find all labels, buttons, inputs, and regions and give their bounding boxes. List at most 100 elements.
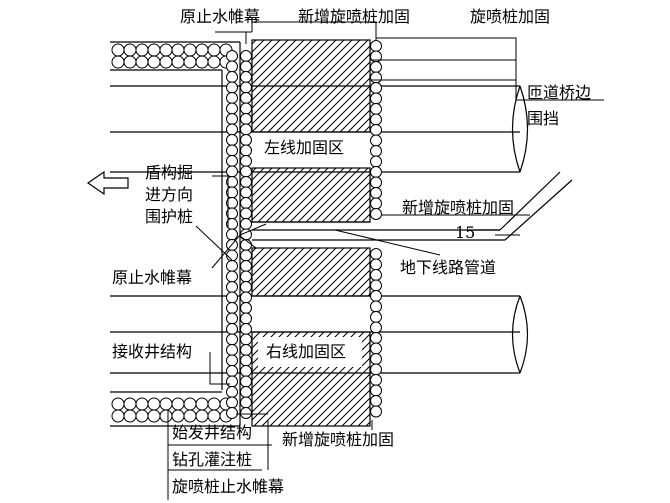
new-jet-pile	[370, 405, 382, 418]
new-jet-pile	[370, 363, 382, 376]
jet-pile	[240, 281, 252, 293]
bored-pile	[226, 102, 238, 115]
new-jet-pile	[370, 374, 382, 386]
pipe-label: 地下线路管道	[400, 258, 496, 277]
jet-pile	[240, 218, 252, 230]
leader-lines	[167, 21, 604, 500]
bored-pile-label: 钻孔灌注桩	[172, 450, 252, 469]
pile-circle	[183, 55, 197, 69]
pile-circle	[183, 409, 197, 423]
jet-pile	[240, 365, 252, 377]
new-jet-pile	[370, 40, 382, 52]
new-jet-pile	[370, 300, 382, 313]
new-jet-pile	[370, 321, 382, 334]
jet-pile	[240, 344, 252, 356]
pile-circle	[135, 409, 149, 423]
jet-pile	[240, 270, 252, 283]
bored-pile	[226, 260, 238, 272]
launch-well-label: 始发井结构	[172, 423, 252, 442]
bored-pile	[226, 396, 238, 409]
bored-pile	[226, 375, 238, 388]
pile-circle	[111, 409, 125, 423]
new-jet-pile	[370, 342, 382, 355]
jet-pile	[240, 50, 252, 62]
new-jet-pile	[370, 71, 382, 84]
pile-circle	[147, 397, 161, 411]
bored-pile	[226, 165, 238, 178]
bored-pile	[226, 270, 238, 283]
pile-circle	[159, 43, 173, 57]
pile-circle	[111, 55, 125, 69]
orig-curtain-top-label: 原止水帷幕	[180, 7, 260, 26]
pile-circle	[171, 397, 185, 411]
jet-pile	[240, 323, 252, 335]
new-jet-pile	[370, 187, 382, 199]
pile-circle	[123, 409, 137, 423]
bored-pile	[226, 333, 238, 346]
right-tunnel	[110, 295, 529, 374]
new-jet-pile	[370, 269, 382, 281]
pile-circle	[123, 55, 137, 69]
bored-pile	[226, 92, 238, 104]
jet-pile	[240, 239, 252, 251]
pile-circle	[171, 55, 185, 69]
jet-pile	[240, 165, 252, 178]
bored-pile	[226, 50, 238, 62]
pile-circle	[159, 397, 173, 411]
orig-curtain-left-label: 原止水帷幕	[112, 268, 192, 287]
pile-circle	[171, 409, 185, 423]
jet-pile	[240, 302, 252, 314]
pipe-corridor	[252, 171, 573, 241]
new-jet-pile	[370, 290, 382, 302]
new-jet-pile	[370, 113, 382, 126]
pile-circle	[111, 43, 125, 57]
jet-curtain-label: 旋喷桩止水帷幕	[172, 477, 284, 496]
well-outline	[110, 41, 241, 427]
new-jet-top-label: 新增旋喷桩加固	[298, 7, 410, 26]
new-jet-pile	[370, 92, 382, 105]
bored-pile	[226, 155, 238, 167]
bored-pile	[226, 365, 238, 377]
jet-pile	[240, 354, 252, 367]
pile-circle	[159, 55, 173, 69]
new-jet-pile	[370, 208, 382, 220]
pile-circle	[111, 397, 125, 411]
right-zone-label: 右线加固区	[266, 342, 346, 361]
pile-circle	[195, 409, 209, 423]
jet-pile	[240, 134, 252, 146]
left-zone-label: 左线加固区	[264, 138, 344, 157]
shield-direction-label: 盾构掘	[145, 163, 193, 182]
bored-pile	[226, 134, 238, 146]
pile-circle	[171, 43, 185, 57]
receiving-well-label: 接收井结构	[112, 342, 192, 361]
jet-reinforce-top-label: 旋喷桩加固	[470, 7, 550, 26]
new-jet-pile	[370, 176, 382, 189]
jet-pile	[240, 375, 252, 388]
pile-circle	[159, 409, 173, 423]
bored-pile	[226, 123, 238, 136]
jet-pile	[240, 81, 252, 94]
dimension-value: 15	[455, 223, 475, 242]
bottom-pile-row	[111, 397, 233, 423]
jet-pile	[240, 260, 252, 272]
jet-pile	[240, 60, 252, 73]
new-jet-pile	[370, 332, 382, 344]
bored-pile	[226, 344, 238, 356]
bored-pile	[226, 144, 238, 157]
top-pile-row	[111, 43, 233, 69]
jet-pile	[240, 123, 252, 136]
new-jet-pile	[370, 258, 382, 271]
pile-circle	[123, 43, 137, 57]
shield-direction-label-3: 围护桩	[145, 207, 193, 226]
pile-circle	[207, 397, 221, 411]
jet-pile	[240, 396, 252, 409]
left-tunnel	[110, 85, 529, 173]
jet-pile	[240, 102, 252, 115]
new-jet-pile	[370, 279, 382, 292]
new-jet-pile	[370, 395, 382, 407]
pile-circle	[135, 397, 149, 411]
pile-circle	[147, 409, 161, 423]
jet-pile	[240, 186, 252, 199]
new-jet-bottom-label: 新增旋喷桩加固	[282, 430, 394, 449]
